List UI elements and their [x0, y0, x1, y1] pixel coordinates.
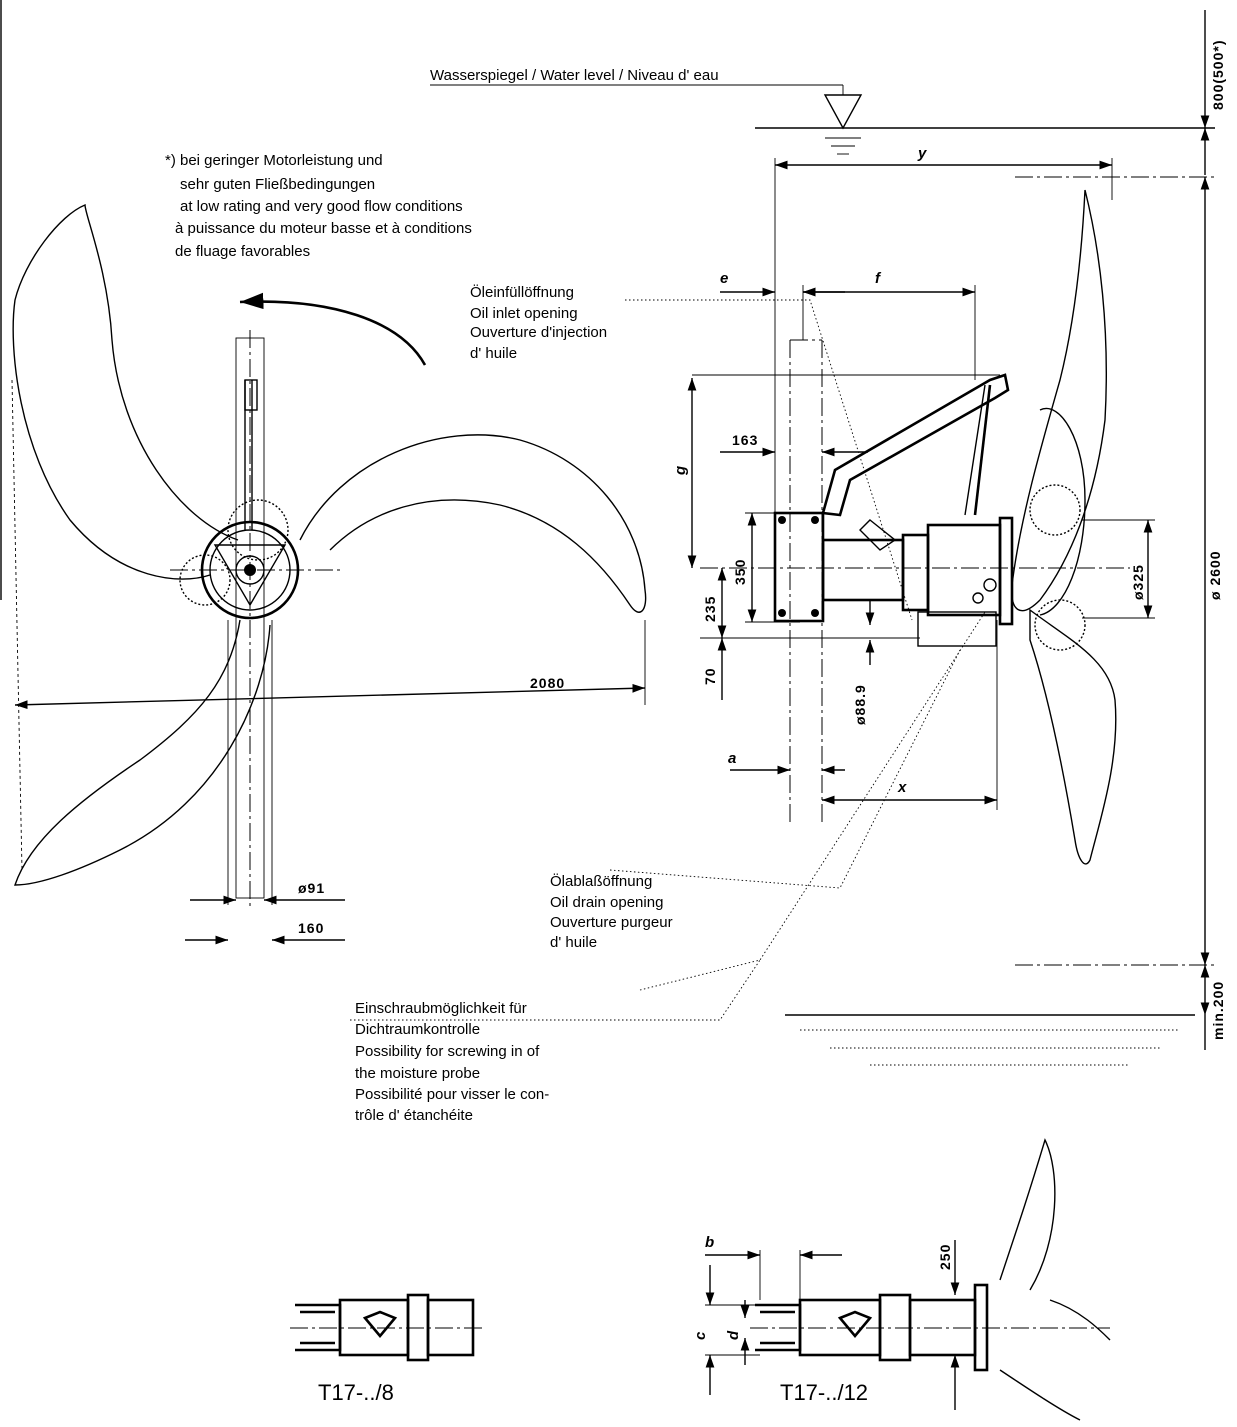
dim-2600: ø 2600 [1207, 550, 1223, 600]
dim-x: x [897, 779, 907, 796]
dim-e: e [720, 270, 728, 287]
footnote: *) bei geringer Motorleistung und sehr g… [165, 152, 476, 260]
dim-88-9: ø88.9 [852, 684, 868, 725]
dim-163: 163 [732, 432, 758, 448]
oil-drain-label: Ölablaßöffnung Oil drain opening Ouvertu… [550, 872, 677, 951]
dim-y: y [917, 145, 927, 162]
dim-f: f [875, 270, 882, 287]
water-level: Wasserspiegel / Water level / Niveau d' … [430, 10, 1226, 175]
dim-g: g [672, 466, 689, 476]
dim-b: b [705, 1234, 714, 1251]
front-view: 2080 ø91 160 [11, 203, 647, 945]
dim-350: 350 [732, 559, 748, 585]
variant-12-view: b c d 250 T17-../12 [692, 1138, 1111, 1421]
caption-t17-12: T17-../12 [780, 1380, 868, 1405]
dim-250: 250 [937, 1244, 953, 1270]
caption-t17-8: T17-../8 [318, 1380, 394, 1405]
moisture-probe-label: Einschraubmöglichkeit für Dichtraumkontr… [355, 1000, 553, 1124]
dim-325: ø325 [1130, 564, 1146, 600]
variant-8-view: T17-../8 [290, 1293, 485, 1405]
dim-800: 800(500*) [1210, 40, 1226, 111]
leader-lines [350, 299, 986, 1021]
dim-c: c [692, 1331, 709, 1340]
side-view: y e f g 350 235 70 163 [672, 145, 1226, 1066]
oil-inlet-label: Öleinfüllöffnung Oil inlet opening Ouver… [470, 283, 611, 362]
water-level-label: Wasserspiegel / Water level / Niveau d' … [430, 67, 719, 84]
dim-2080: 2080 [530, 675, 565, 691]
dim-160: 160 [298, 920, 324, 936]
dim-91: ø91 [298, 880, 325, 896]
dim-d: d [725, 1330, 742, 1340]
dim-min200: min.200 [1210, 981, 1226, 1040]
dim-235: 235 [702, 596, 718, 622]
dim-70: 70 [702, 667, 718, 685]
dim-a: a [728, 750, 736, 767]
